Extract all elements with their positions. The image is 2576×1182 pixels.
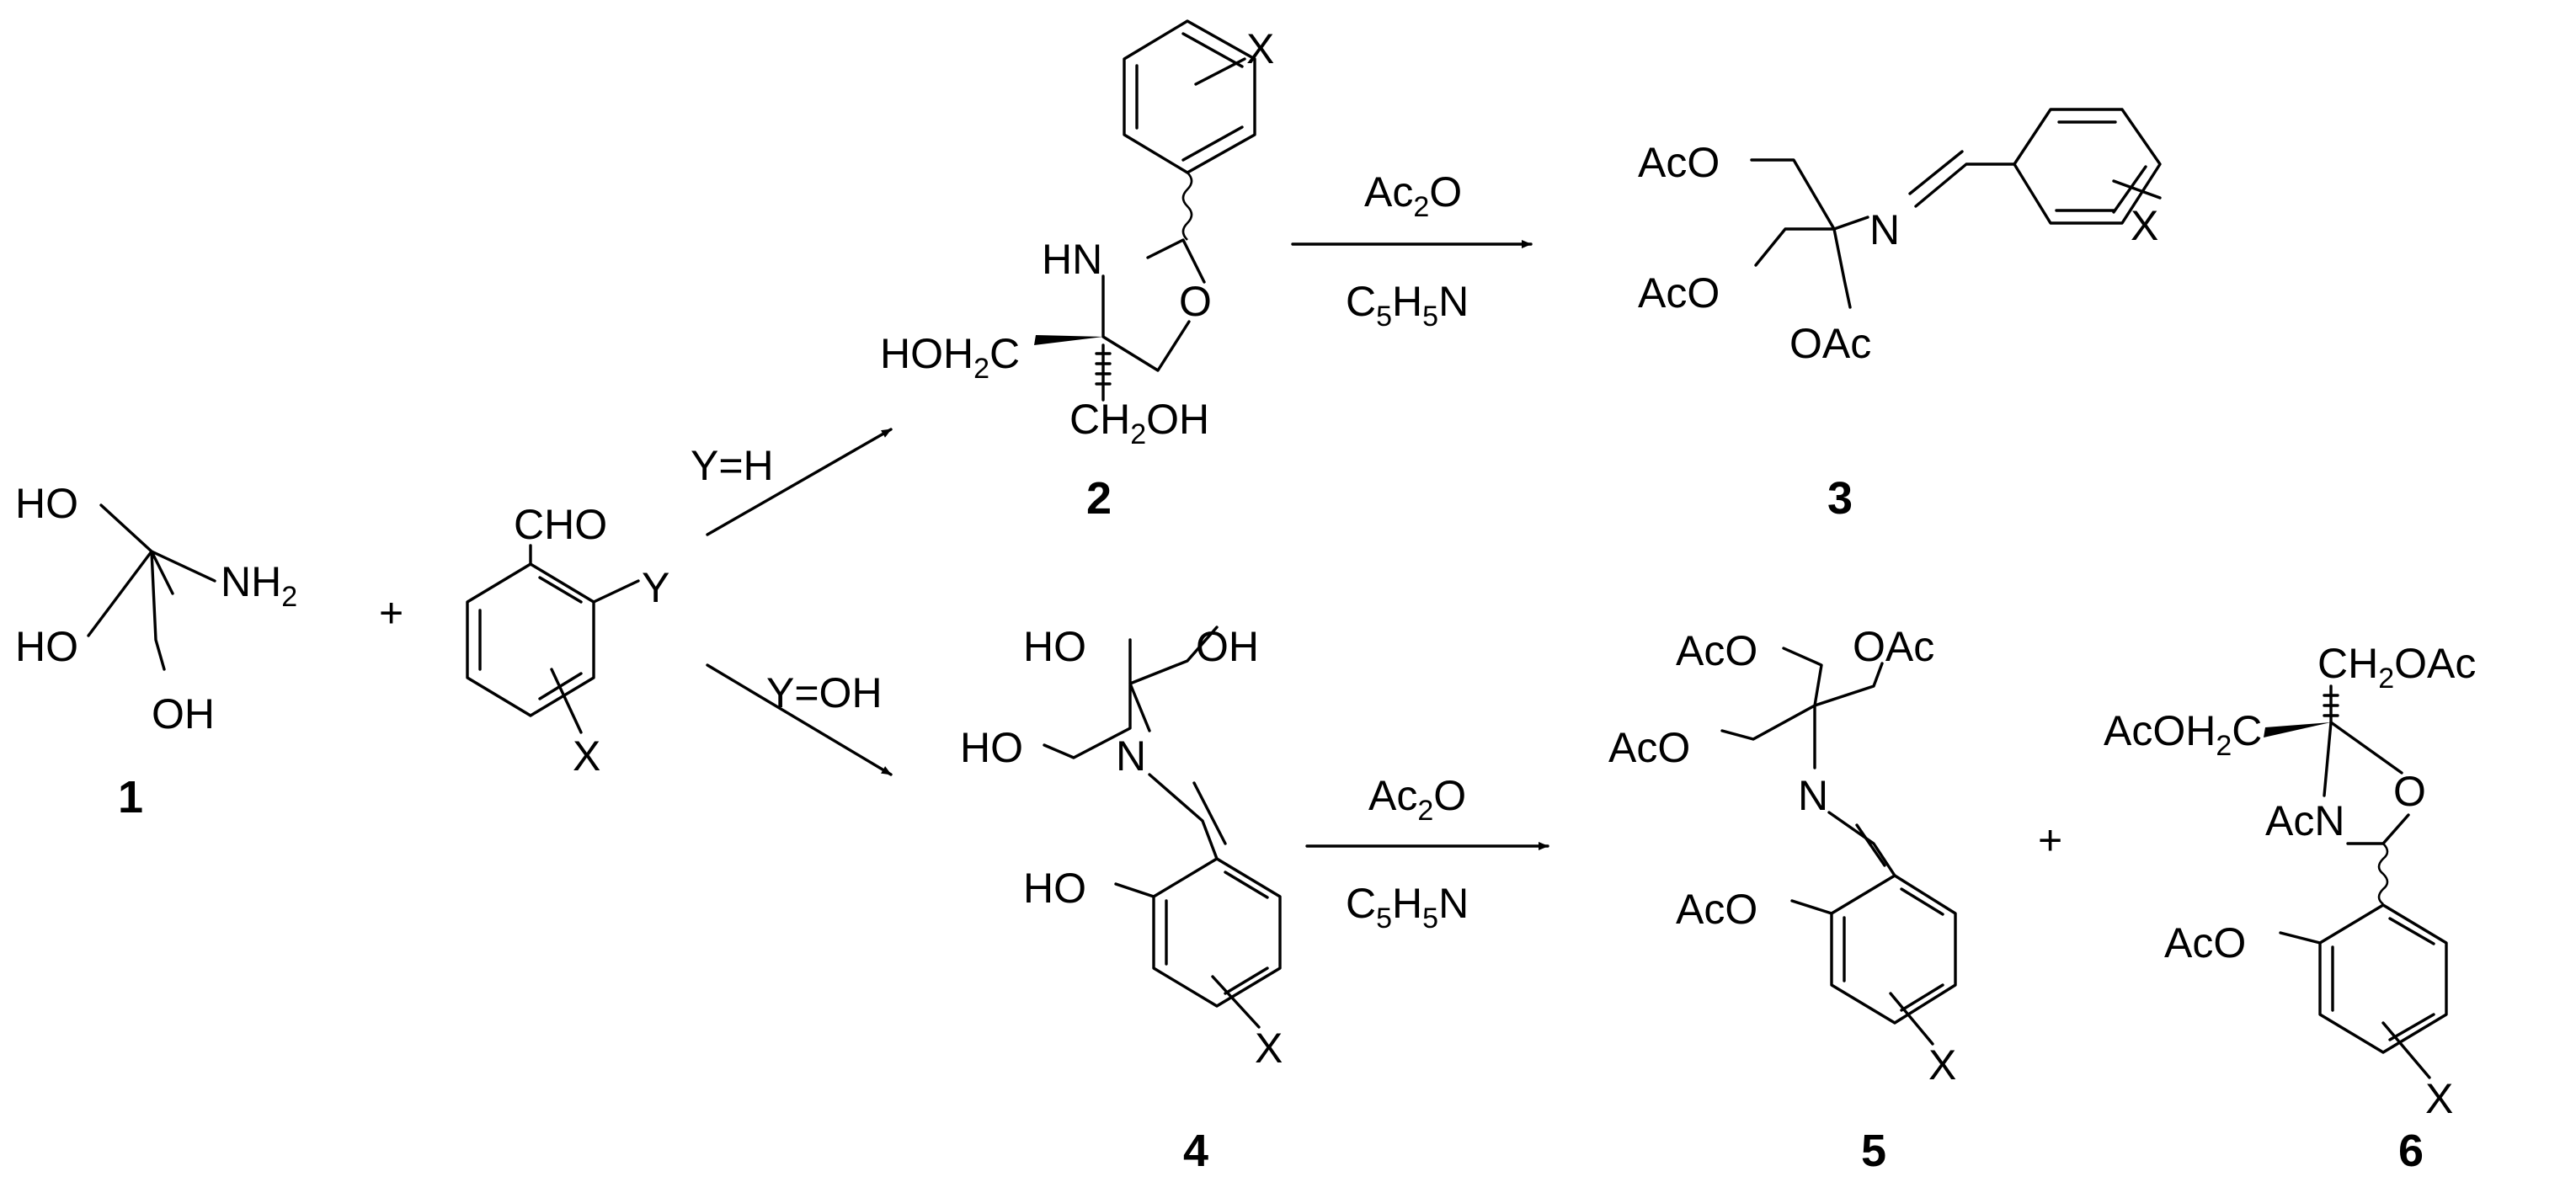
compound-6-acoh2c: AcOH2C xyxy=(2104,707,2262,762)
compound-3-phenyl-double-bonds xyxy=(2055,120,2147,214)
compound-3-phenyl-ring xyxy=(2013,108,2162,225)
compound-3-x-bond xyxy=(2112,179,2162,200)
compound-3-backbone xyxy=(1750,158,2016,309)
compound-4-backbone xyxy=(1043,626,1219,860)
compound-3-aco-top: AcO xyxy=(1638,139,1720,186)
compound-5-imine-double-bond xyxy=(1855,823,1886,867)
compound-3-oac: OAc xyxy=(1789,320,1871,367)
compound-6-number: 6 xyxy=(2398,1126,2424,1176)
compound-5-aco-aryl: AcO xyxy=(1676,886,1757,933)
compound-6-hashed-bond xyxy=(2323,684,2339,724)
compound-6-x: X xyxy=(2425,1075,2453,1122)
compound-5-substituents xyxy=(1790,899,1934,1046)
compound-4-n: N xyxy=(1116,732,1146,780)
compound-6-aco-aryl: AcO xyxy=(2164,919,2246,966)
compound-2-x: X xyxy=(1246,25,1274,72)
compound-2-hoh2c: HOH2C xyxy=(880,330,1020,385)
compound-5-aco-top: AcO xyxy=(1676,627,1757,674)
arrow-y-oh xyxy=(706,663,893,776)
aldehyde-ring xyxy=(466,562,595,717)
compound-4-phenyl-double-bonds xyxy=(1165,871,1269,995)
compound-5-number: 5 xyxy=(1861,1126,1886,1176)
top-reagent-ac2o: Ac2O xyxy=(1364,168,1462,223)
compound-4-substituents xyxy=(1114,882,1261,1029)
compound-2-wavy-bond xyxy=(1181,172,1193,241)
compound-4-oh: OH xyxy=(1196,623,1259,670)
compound-5-oac: OAc xyxy=(1853,623,1934,670)
aldehyde-substituents xyxy=(529,544,640,734)
compound-2: X HN O HOH2C CH2OH 2 xyxy=(880,19,1274,524)
compound-2-number: 2 xyxy=(1086,473,1112,524)
aldehyde-reagent: CHO Y X xyxy=(466,501,669,780)
condition-y-h: Y=H xyxy=(691,442,774,489)
compound-6: AcOH2C CH2OAc O AcN AcO X 6 xyxy=(2104,640,2476,1176)
bottom-reagent-pyridine: C5H5N xyxy=(1346,880,1469,934)
compound-3-n: N xyxy=(1869,206,1900,253)
compound-1: HO NH2 HO OH 1 xyxy=(15,480,297,823)
compound-6-acn: AcN xyxy=(2265,797,2344,844)
compound-6-substituents xyxy=(2279,931,2431,1079)
compound-1-nh2: NH2 xyxy=(221,558,297,613)
compound-4-ho-aryl: HO xyxy=(1023,865,1086,912)
compound-1-ho-top: HO xyxy=(15,480,78,527)
bottom-reagent-ac2o: Ac2O xyxy=(1368,772,1466,827)
compound-3-x: X xyxy=(2131,202,2158,249)
compound-4: HO HO OH N HO X 4 xyxy=(960,623,1283,1176)
compound-3-number: 3 xyxy=(1827,473,1853,524)
plus-sign-2: + xyxy=(2038,817,2062,864)
aldehyde-y: Y xyxy=(642,564,669,611)
compound-6-o: O xyxy=(2393,768,2426,815)
compound-4-phenyl-ring xyxy=(1152,857,1282,1008)
compound-6-oxazolidine-ring xyxy=(2323,721,2410,845)
compound-2-phenyl-ring xyxy=(1123,19,1256,174)
compound-6-wavy-bond xyxy=(2377,843,2389,906)
aldehyde-x: X xyxy=(573,732,600,780)
compound-1-bonds xyxy=(87,503,216,671)
compound-5: AcO AcO OAc N AcO X 5 xyxy=(1608,623,1957,1176)
compound-3-aco-left: AcO xyxy=(1638,269,1720,317)
compound-2-phenyl-double-bonds xyxy=(1135,32,1244,162)
compound-1-oh-bottom: OH xyxy=(152,690,215,737)
compound-4-ho-top: HO xyxy=(1023,623,1086,670)
plus-sign-1: + xyxy=(379,589,403,636)
compound-3-imine-double-bond xyxy=(1908,150,1964,195)
compound-2-hn: HN xyxy=(1042,236,1102,283)
top-reagent-pyridine: C5H5N xyxy=(1346,278,1469,333)
compound-6-phenyl-ring xyxy=(2318,903,2448,1054)
compound-4-ho-left: HO xyxy=(960,724,1023,771)
aldehyde-cho: CHO xyxy=(514,501,607,548)
compound-1-ho-left: HO xyxy=(15,623,78,670)
compound-4-imine-double-bond xyxy=(1192,781,1227,845)
compound-2-x-bond xyxy=(1194,57,1246,86)
compound-2-oxazolidine-ring xyxy=(1101,238,1206,372)
compound-6-ch2oac: CH2OAc xyxy=(2317,640,2476,695)
compound-6-phenyl-double-bonds xyxy=(2331,917,2435,1041)
compound-5-n: N xyxy=(1798,772,1828,819)
compound-5-aco-left: AcO xyxy=(1608,724,1690,771)
compound-5-phenyl-double-bonds xyxy=(1843,887,1944,1012)
compound-2-hashed-bond xyxy=(1095,343,1112,402)
arrow-y-h xyxy=(706,428,893,536)
compound-2-wedge xyxy=(1034,335,1103,345)
compound-2-ch2oh: CH2OH xyxy=(1069,396,1209,450)
compound-3: AcO AcO OAc N X 3 xyxy=(1638,108,2162,524)
compound-4-x: X xyxy=(1255,1025,1283,1072)
compound-5-phenyl-ring xyxy=(1830,874,1957,1025)
condition-y-oh: Y=OH xyxy=(766,669,883,716)
compound-2-o: O xyxy=(1179,278,1212,325)
compound-5-x: X xyxy=(1928,1041,1956,1089)
compound-5-backbone xyxy=(1720,647,1896,877)
compound-6-wedge xyxy=(2264,722,2331,737)
compound-1-number: 1 xyxy=(118,772,143,823)
aldehyde-double-bonds xyxy=(478,576,583,700)
compound-4-number: 4 xyxy=(1183,1126,1208,1176)
